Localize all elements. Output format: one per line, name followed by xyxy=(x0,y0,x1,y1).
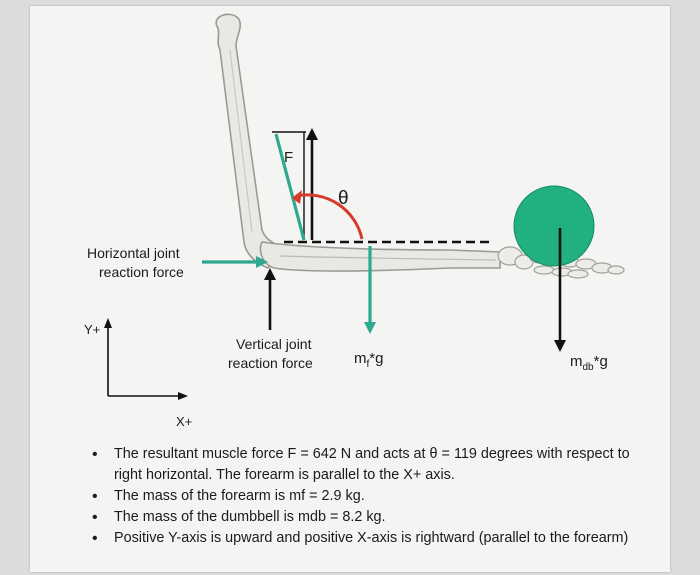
x-axis-label: X+ xyxy=(176,414,192,429)
vertical-reaction-label-line2: reaction force xyxy=(228,355,313,371)
forearm-weight-label: mf*g xyxy=(354,350,383,370)
muscle-force-vector xyxy=(274,133,306,241)
bullet-axis-convention: Positive Y-axis is upward and positive X… xyxy=(82,528,642,549)
horizontal-reaction-label-line2: reaction force xyxy=(99,264,184,280)
vertical-reaction-label-line1: Vertical joint xyxy=(236,336,312,352)
bullet-forearm-mass: The mass of the forearm is mf = 2.9 kg. xyxy=(82,486,642,507)
theta-arc xyxy=(295,193,364,240)
dumbbell-weight-label: mdb*g xyxy=(570,353,608,373)
problem-statement-list: The resultant muscle force F = 642 N and… xyxy=(82,444,642,549)
force-label: F xyxy=(284,149,293,166)
vertical-reaction-arrowhead xyxy=(264,268,276,280)
theta-arc-arrowhead xyxy=(292,190,302,204)
horizontal-reaction-arrowhead xyxy=(256,256,268,268)
bullet-dumbbell-mass: The mass of the dumbbell is mdb = 8.2 kg… xyxy=(82,507,642,528)
horizontal-reaction-label-line1: Horizontal joint xyxy=(87,245,180,261)
dumbbell-ball xyxy=(513,185,595,267)
dumbbell-weight-arrowhead xyxy=(554,340,566,352)
vertical-force-arrowhead xyxy=(306,128,318,140)
y-axis-label: Y+ xyxy=(84,322,100,337)
problem-sheet: F θ Horizontal joint reaction force Vert… xyxy=(30,6,670,572)
bullet-muscle-force: The resultant muscle force F = 642 N and… xyxy=(82,444,642,486)
humerus-bone xyxy=(215,13,286,269)
force-components xyxy=(272,131,306,238)
forearm-weight-arrowhead xyxy=(364,322,376,334)
arm-dumbbell-diagram: F θ Horizontal joint reaction force Vert… xyxy=(84,13,625,429)
theta-label: θ xyxy=(338,188,349,209)
coordinate-axes xyxy=(104,318,188,400)
